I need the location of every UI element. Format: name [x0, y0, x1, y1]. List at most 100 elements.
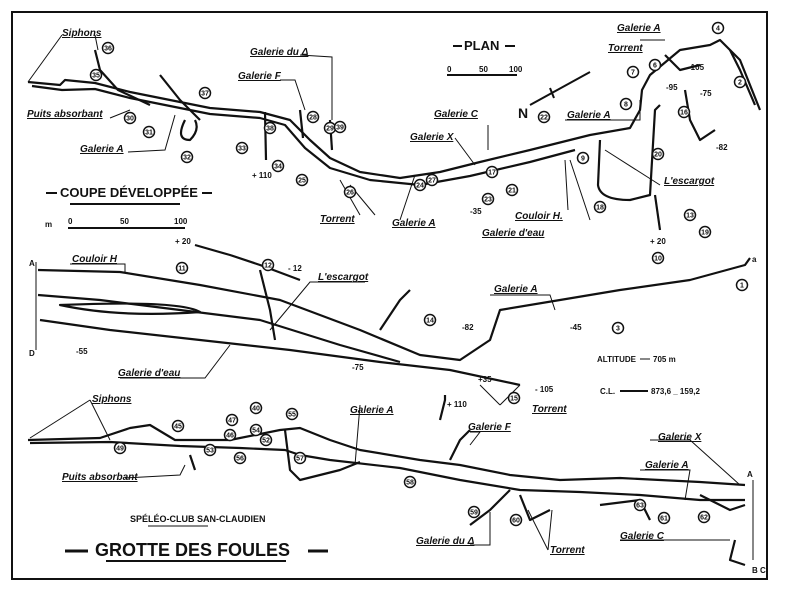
station-marker — [203, 443, 217, 457]
label-galerie-a: Galerie A — [494, 284, 538, 295]
station-marker — [285, 407, 299, 421]
station-number: 11 — [178, 266, 186, 273]
station-marker — [235, 141, 249, 155]
station-marker — [225, 413, 239, 427]
station-number: 59 — [470, 510, 478, 517]
svg-text:-35: -35 — [470, 207, 482, 216]
station-marker — [403, 475, 417, 489]
station-marker — [259, 433, 273, 447]
svg-text:-82: -82 — [462, 323, 474, 332]
station-number: 18 — [596, 205, 604, 212]
plan-leaders — [27, 34, 665, 221]
station-marker — [698, 225, 712, 239]
station-number: 62 — [700, 515, 708, 522]
station-marker — [537, 110, 551, 124]
plan-labels: Siphons Puits absorbant Galerie A Galeri… — [27, 23, 728, 246]
svg-text:+ 110: + 110 — [447, 400, 467, 409]
label-galerie-a: Galerie A — [350, 405, 394, 416]
station-marker — [198, 86, 212, 100]
svg-text:-45: -45 — [570, 323, 582, 332]
label-galerie-a: Galerie A — [80, 144, 124, 155]
map-title: GROTTE DES FOULES — [95, 540, 290, 560]
station-marker — [171, 419, 185, 433]
station-number: 4 — [716, 26, 720, 33]
station-number: 12 — [264, 263, 272, 270]
svg-text:873,6 _ 159,2: 873,6 _ 159,2 — [651, 387, 700, 396]
station-marker — [651, 251, 665, 265]
station-marker — [711, 21, 725, 35]
station-marker — [423, 313, 437, 327]
station-number: 13 — [686, 213, 694, 220]
label-galerie-c: Galerie C — [620, 531, 665, 542]
station-number: 39 — [336, 125, 344, 132]
svg-text:50: 50 — [479, 65, 488, 74]
station-number: 63 — [636, 503, 644, 510]
survey-info: ALTITUDE 705 m C.L. 873,6 _ 159,2 — [597, 355, 700, 396]
station-number: 15 — [510, 396, 518, 403]
svg-text:C.L.: C.L. — [600, 387, 615, 396]
plan-heading: PLAN — [464, 38, 499, 53]
station-marker — [509, 513, 523, 527]
station-number: 7 — [631, 70, 635, 77]
label-couloir-h: Couloir H. — [515, 211, 563, 222]
label-galerie-c: Galerie C — [434, 109, 479, 120]
svg-text:m: m — [45, 220, 52, 229]
station-number: 47 — [228, 418, 236, 425]
station-number: 25 — [298, 178, 306, 185]
station-number: 17 — [488, 170, 496, 177]
station-number: 19 — [701, 230, 709, 237]
station-marker — [677, 105, 691, 119]
station-marker — [249, 423, 263, 437]
station-number: 34 — [274, 164, 282, 171]
station-number: 27 — [428, 178, 436, 185]
station-marker — [249, 401, 263, 415]
station-number: 38 — [266, 126, 274, 133]
section-heading: COUPE DÉVELOPPÉE — [60, 185, 198, 200]
label-torrent: Torrent — [320, 214, 355, 225]
map-frame — [11, 11, 768, 580]
station-number: 58 — [406, 480, 414, 487]
label-galerie-a: Galerie A — [392, 218, 436, 229]
station-number: 36 — [104, 46, 112, 53]
station-marker — [180, 150, 194, 164]
label-galerie-a: Galerie A — [567, 110, 611, 121]
station-marker — [683, 208, 697, 222]
svg-text:705 m: 705 m — [653, 355, 676, 364]
station-number: 9 — [581, 156, 585, 163]
label-galerie-f: Galerie F — [238, 71, 282, 82]
station-number: 20 — [654, 152, 662, 159]
svg-text:100: 100 — [174, 217, 188, 226]
station-number: 21 — [508, 188, 516, 195]
station-marker — [123, 111, 137, 125]
station-marker — [142, 125, 156, 139]
station-number: 1 — [740, 283, 744, 290]
station-marker — [113, 441, 127, 455]
plan-scale-bar: 0 50 100 — [447, 65, 523, 76]
svg-text:B C: B C — [752, 566, 766, 575]
station-marker — [233, 451, 247, 465]
station-number: 60 — [512, 518, 520, 525]
lower-labels: Siphons Puits absorbant Galerie F Galeri… — [62, 394, 766, 575]
station-number: 46 — [226, 433, 234, 440]
station-marker — [263, 121, 277, 135]
label-siphons: Siphons — [92, 394, 132, 405]
club-name: SPÉLÉO-CLUB SAN-CLAUDIEN — [130, 514, 266, 524]
lower-passages — [27, 395, 746, 567]
station-number: 32 — [183, 155, 191, 162]
north-label: N — [518, 105, 528, 121]
label-galerie-deau: Galerie d'eau — [482, 228, 544, 239]
station-number: 3 — [616, 326, 620, 333]
station-marker — [223, 428, 237, 442]
station-number: 16 — [680, 110, 688, 117]
label-galerie-f: Galerie F — [468, 422, 512, 433]
label-torrent: Torrent — [608, 43, 643, 54]
label-galerie-du-delta: Galerie du Δ — [416, 536, 475, 547]
svg-text:0: 0 — [447, 65, 452, 74]
label-galerie-deau: Galerie d'eau — [118, 368, 180, 379]
section-passages — [37, 243, 751, 387]
station-marker — [507, 391, 521, 405]
station-marker — [293, 451, 307, 465]
svg-text:ALTITUDE: ALTITUDE — [597, 355, 637, 364]
label-puits-absorbant: Puits absorbant — [62, 472, 138, 483]
station-marker — [343, 185, 357, 199]
